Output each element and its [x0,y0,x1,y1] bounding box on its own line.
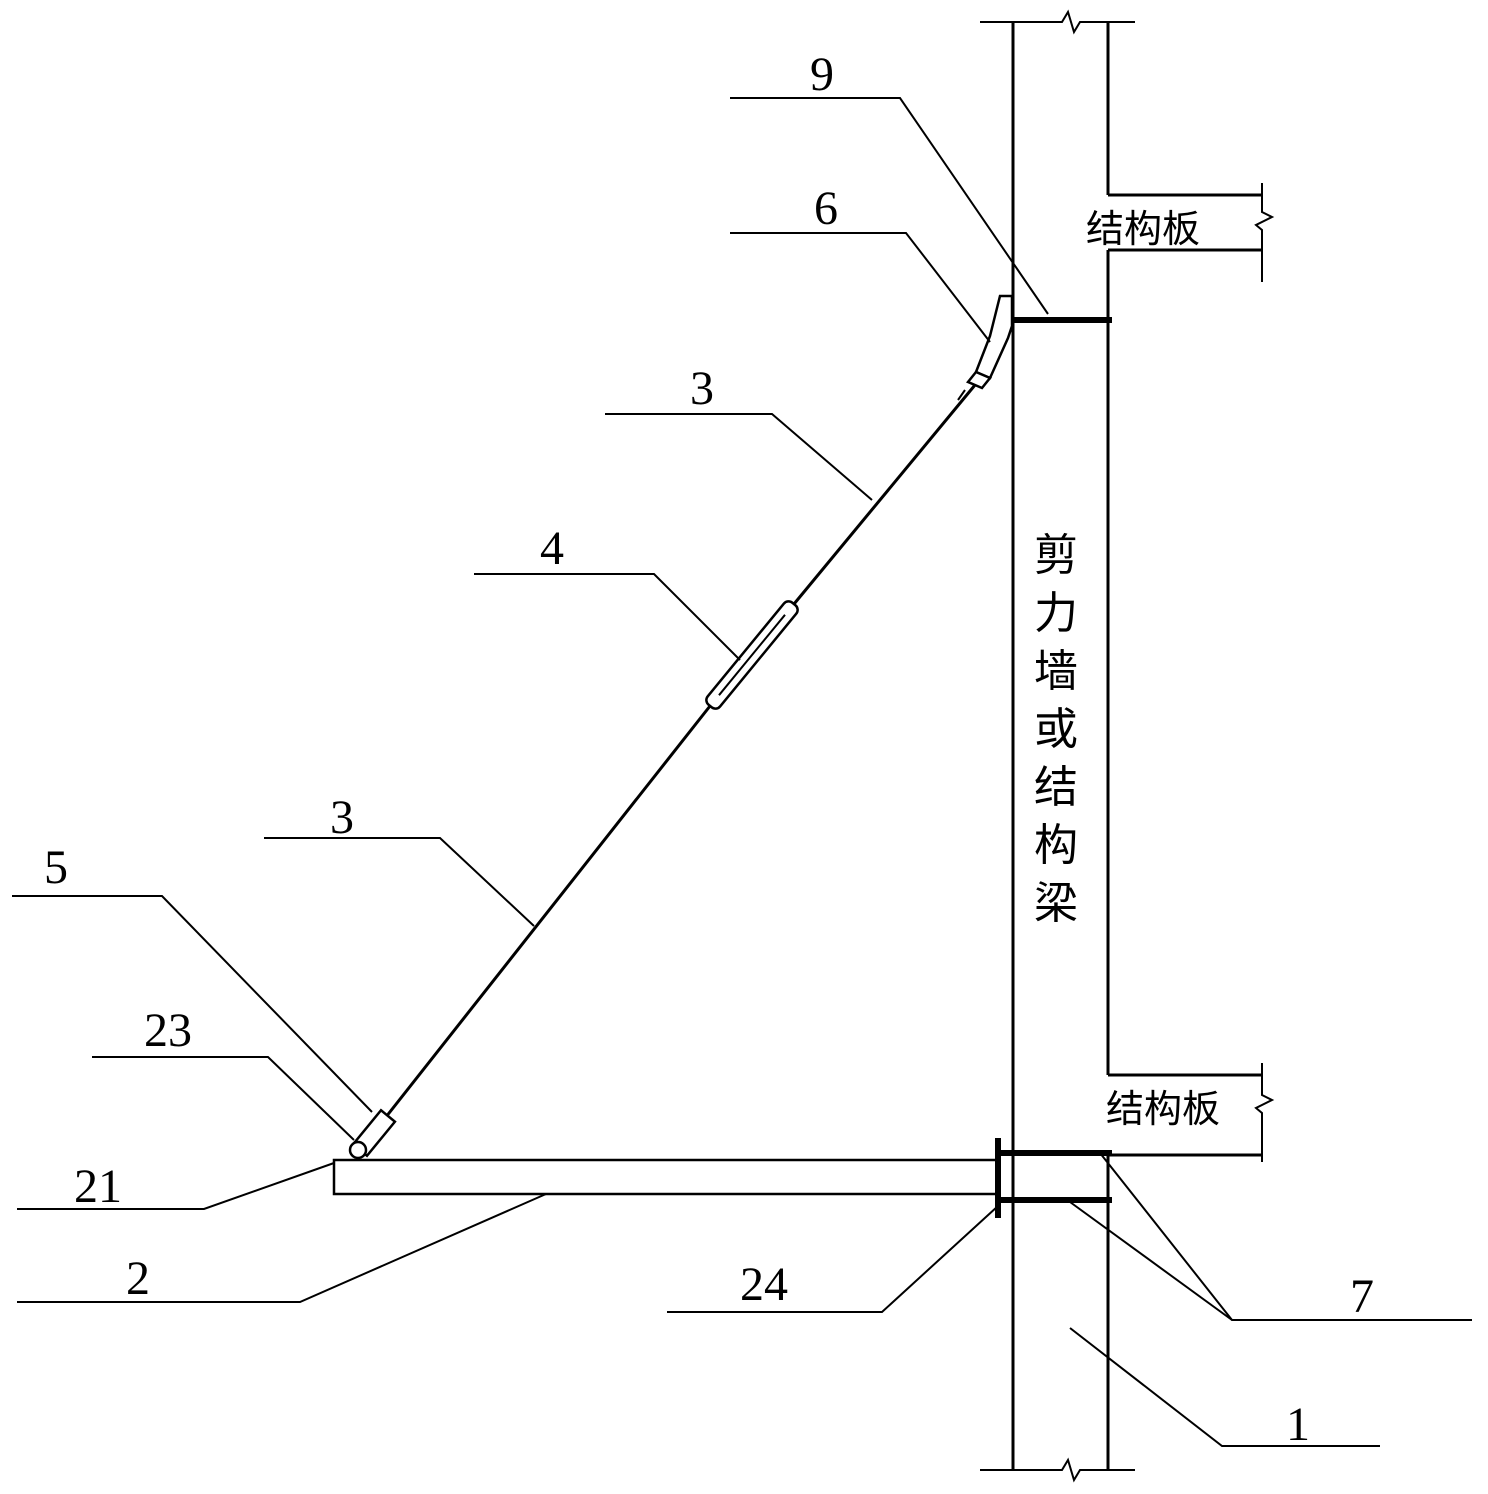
upper-slab-break-line [1254,183,1275,282]
label-5: 5 [44,841,68,894]
leader-21 [17,1162,335,1210]
label-4: 4 [540,522,564,575]
upper-slab-label: 结构板 [1086,207,1200,251]
wall-label: 剪力墙或结构梁 [1034,530,1078,929]
label-3-upper: 3 [690,362,714,415]
label-21: 21 [74,1160,122,1213]
lower-slab-label: 结构板 [1106,1087,1220,1131]
leader-5 [12,895,373,1113]
label-23: 23 [144,1004,192,1057]
leader-2 [17,1193,547,1303]
upper-connector-lug [974,294,1014,380]
label-24: 24 [740,1258,788,1311]
leader-9 [730,97,1049,315]
diagonal-tie-rod-upper [792,384,977,605]
lower-pin [348,1140,368,1160]
wall-top-break-line [980,9,1135,35]
cantilever-beam [332,1158,1000,1196]
leader-6 [730,232,991,343]
label-2: 2 [126,1252,150,1305]
leader-23 [92,1056,355,1141]
lower-slab-break-line [1254,1063,1275,1162]
turnbuckle [705,600,799,710]
upper-turnbuckle-end [965,370,993,390]
leader-1 [1069,1327,1380,1447]
wall-bottom-break-line [980,1457,1135,1483]
label-7: 7 [1350,1270,1374,1323]
leader-3-upper [605,413,873,501]
upper-slab [1108,183,1275,282]
diagonal-tie-rod-lower [380,705,712,1123]
leader-3-lower [264,837,535,927]
label-6: 6 [814,182,838,235]
lower-slab [1108,1063,1275,1162]
label-3-lower: 3 [330,791,354,844]
label-1: 1 [1286,1398,1310,1451]
leader-4 [474,573,741,661]
leader-lines [12,97,1472,1447]
leader-7-branch [1069,1201,1233,1321]
leader-24 [667,1205,999,1313]
leader-7 [1099,1152,1472,1321]
label-9: 9 [810,48,834,101]
